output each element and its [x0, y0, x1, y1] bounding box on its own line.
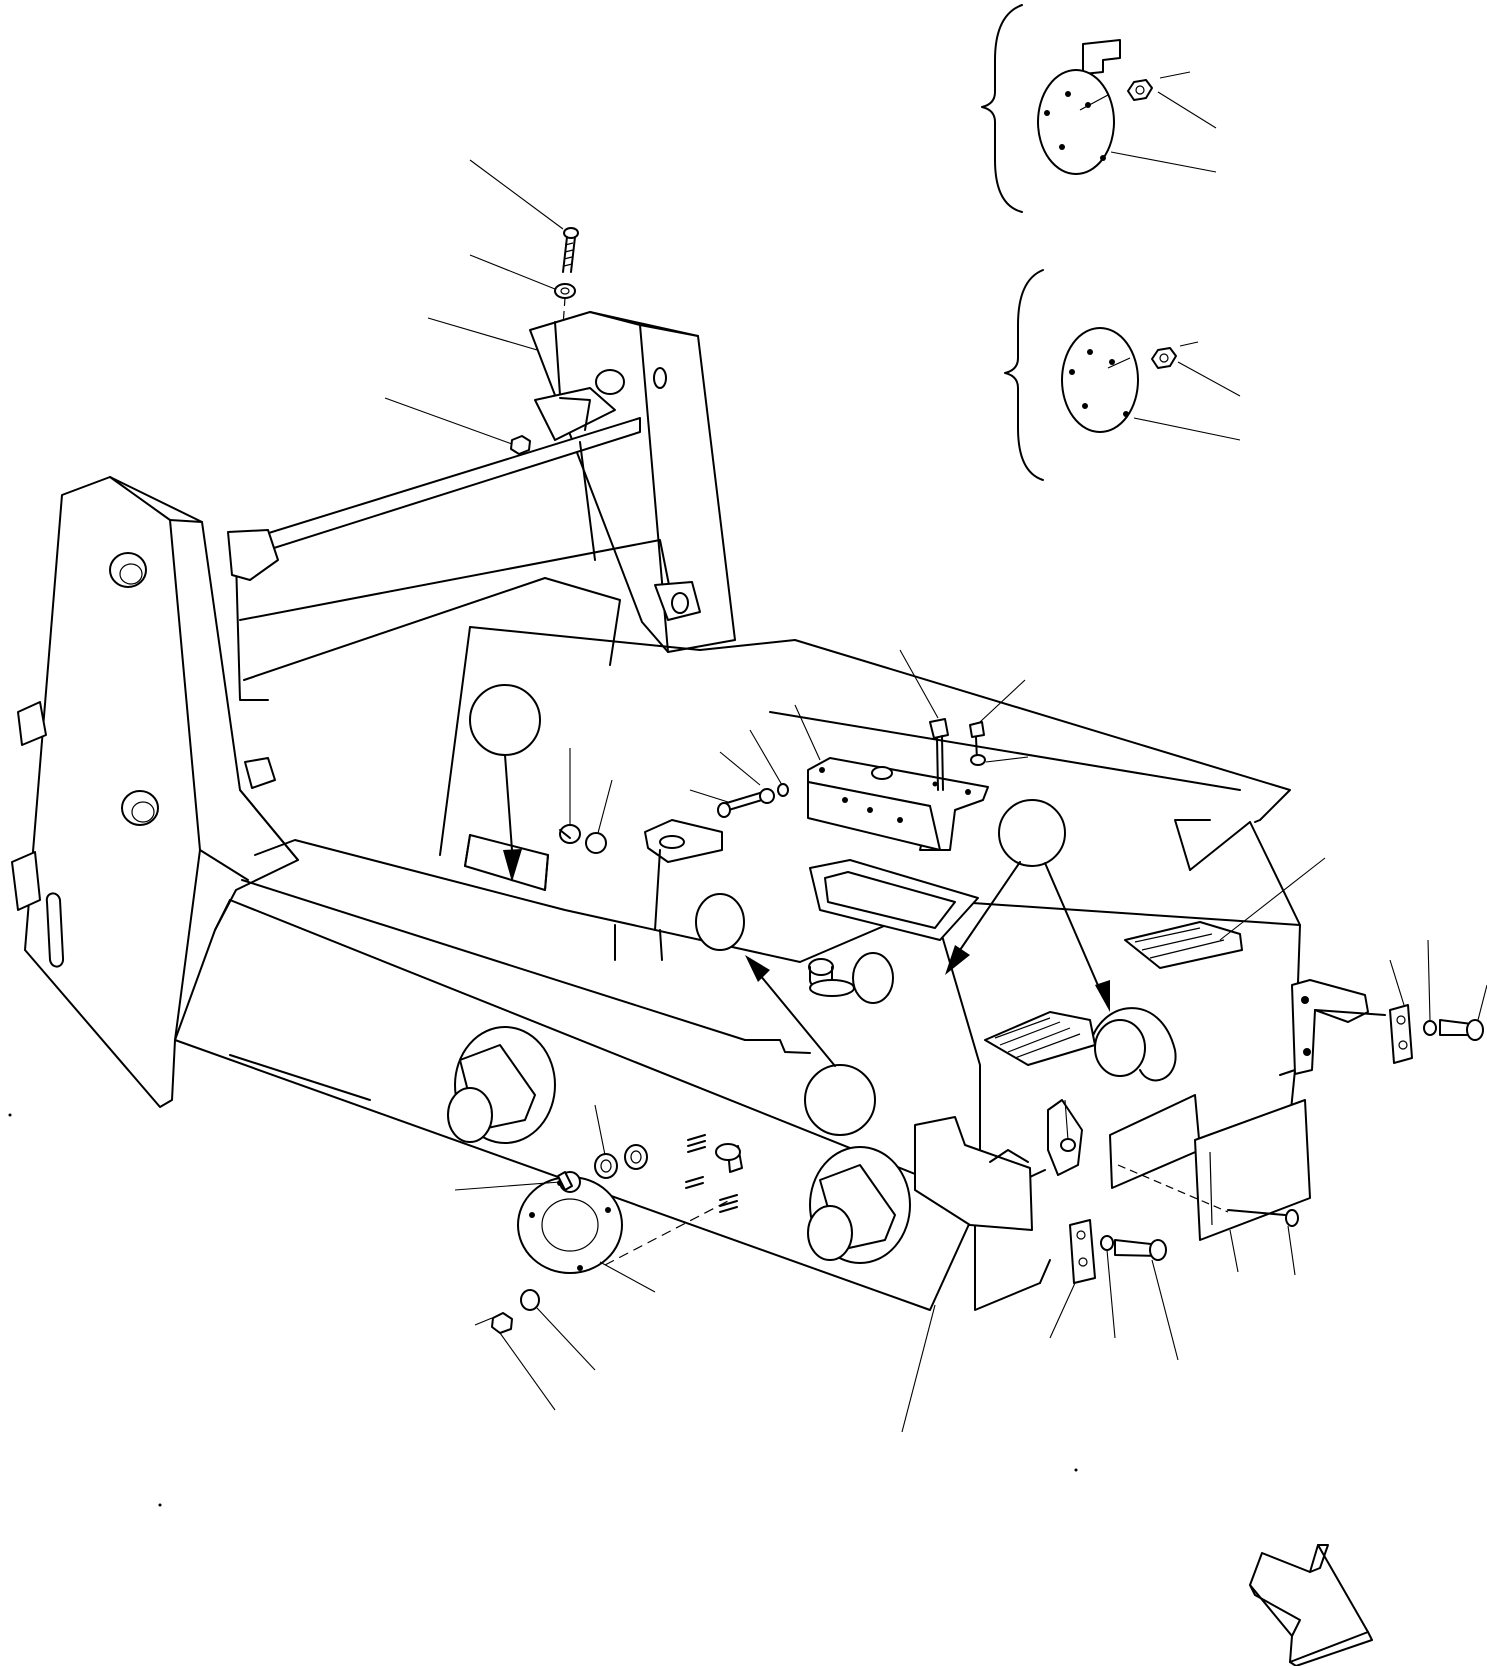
hydraulic-fitting: [808, 958, 855, 997]
detail-inset-top: [981, 4, 1217, 213]
upper-screw: [562, 227, 579, 273]
inner-opening-3: [1094, 1019, 1146, 1077]
top-grille-right: [1124, 921, 1243, 969]
detail-inset-middle: [1004, 269, 1241, 481]
lower-spacer-block: [1069, 1219, 1096, 1284]
side-bracket: [914, 1116, 1033, 1231]
right-fasteners: [1047, 857, 1487, 1361]
inner-opening-2: [852, 952, 894, 1004]
frame-leader: [901, 1304, 936, 1433]
upper-washer: [554, 283, 576, 299]
brace-left-icon-2: [1004, 269, 1044, 481]
lower-fittings: [454, 1104, 743, 1411]
mid-fasteners: [559, 704, 821, 931]
top-right-fasteners: [899, 649, 1029, 791]
top-grille-left: [984, 1011, 1096, 1066]
frame: [11, 311, 1311, 1311]
center-boss: [807, 1146, 911, 1264]
front-window-frame: [809, 859, 979, 941]
brace-left-icon: [981, 4, 1023, 213]
callout-bubble-2: [998, 799, 1066, 867]
callout-bubble-1: [469, 684, 541, 756]
spacer-block: [1389, 1004, 1413, 1064]
detail-cover-plate: [1061, 327, 1177, 433]
detail-cover-plate-with-tab: [1037, 39, 1153, 175]
callout-bubble-3: [804, 1064, 876, 1136]
left-boss: [447, 1026, 556, 1144]
top-cover-plate: [807, 757, 989, 851]
front-cover-plate: [1194, 1099, 1311, 1241]
inner-opening-1: [695, 893, 745, 951]
rear-nut: [510, 435, 531, 455]
direction-arrow-icon: [1249, 1544, 1373, 1666]
